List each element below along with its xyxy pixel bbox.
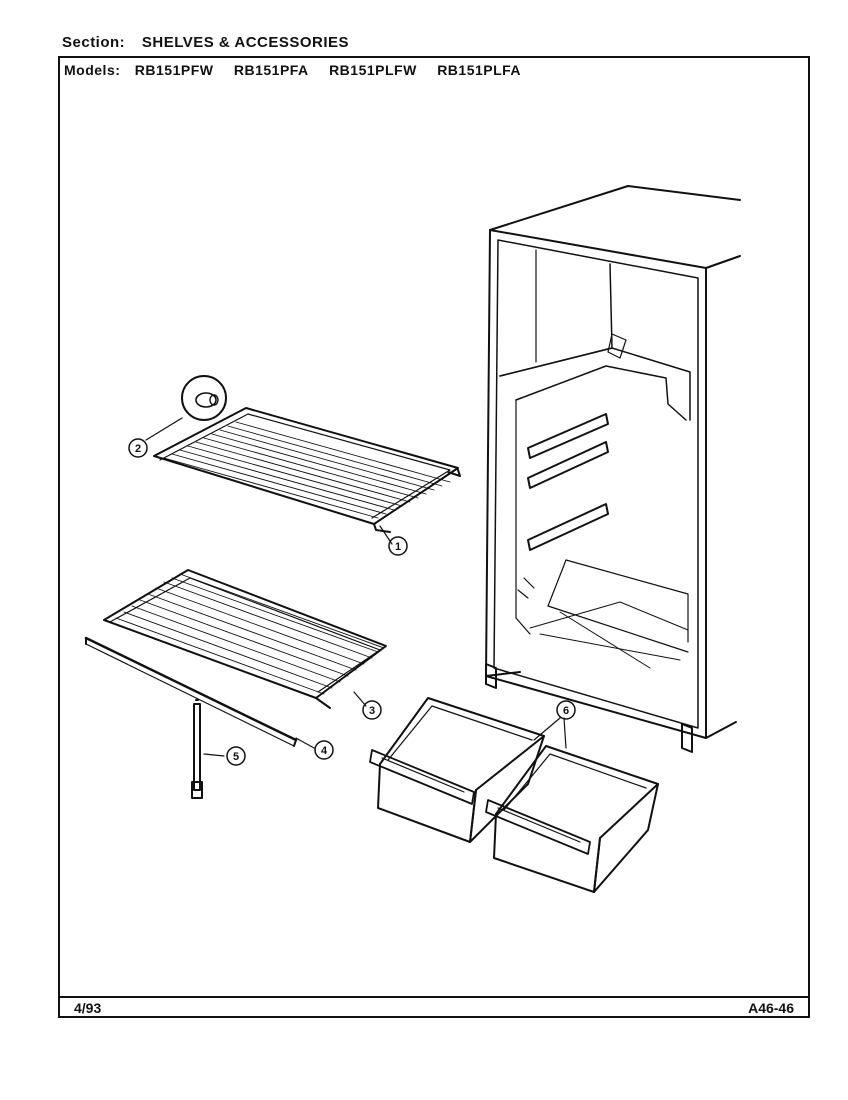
callout-number: 5 bbox=[233, 751, 239, 763]
section-title: SHELVES & ACCESSORIES bbox=[141, 34, 350, 51]
callout-1: 1 bbox=[388, 536, 408, 556]
model-number: RB151PFA bbox=[233, 62, 309, 78]
model-number: RB151PLFA bbox=[437, 62, 522, 78]
revision-date: 4/93 bbox=[74, 1000, 102, 1016]
crisper-drawer-left bbox=[369, 697, 545, 843]
callout-6: 6 bbox=[556, 700, 576, 720]
callout-number: 2 bbox=[135, 443, 141, 455]
page-code: A46-46 bbox=[748, 1000, 794, 1016]
callout-number: 4 bbox=[321, 745, 328, 757]
crisper-drawer-right bbox=[485, 745, 659, 893]
lower-wire-shelf bbox=[103, 569, 387, 709]
diagram-frame: Models: RB151PFW RB151PFA RB151PLFW RB15… bbox=[58, 56, 810, 1018]
control-tube bbox=[191, 699, 203, 799]
section-heading: Section: SHELVES & ACCESSORIES bbox=[62, 34, 349, 51]
callout-number: 3 bbox=[369, 705, 375, 717]
section-label: Section: bbox=[62, 34, 126, 51]
callout-2: 2 bbox=[128, 438, 148, 458]
refrigerator-cabinet bbox=[485, 185, 741, 753]
models-line: Models: RB151PFW RB151PFA RB151PLFW RB15… bbox=[64, 62, 537, 78]
upper-wire-shelf bbox=[153, 407, 461, 533]
callout-4: 4 bbox=[314, 740, 334, 760]
model-number: RB151PLFW bbox=[329, 62, 417, 78]
callout-3: 3 bbox=[362, 700, 382, 720]
models-label: Models: bbox=[64, 62, 121, 78]
callout-5: 5 bbox=[226, 746, 246, 766]
shelf-front-rail bbox=[84, 636, 298, 747]
callout-number: 1 bbox=[395, 541, 401, 553]
callout-number: 6 bbox=[563, 705, 569, 717]
shelf-end-cap-detail bbox=[145, 375, 227, 441]
footer-divider bbox=[60, 996, 808, 998]
model-number: RB151PFW bbox=[134, 62, 214, 78]
